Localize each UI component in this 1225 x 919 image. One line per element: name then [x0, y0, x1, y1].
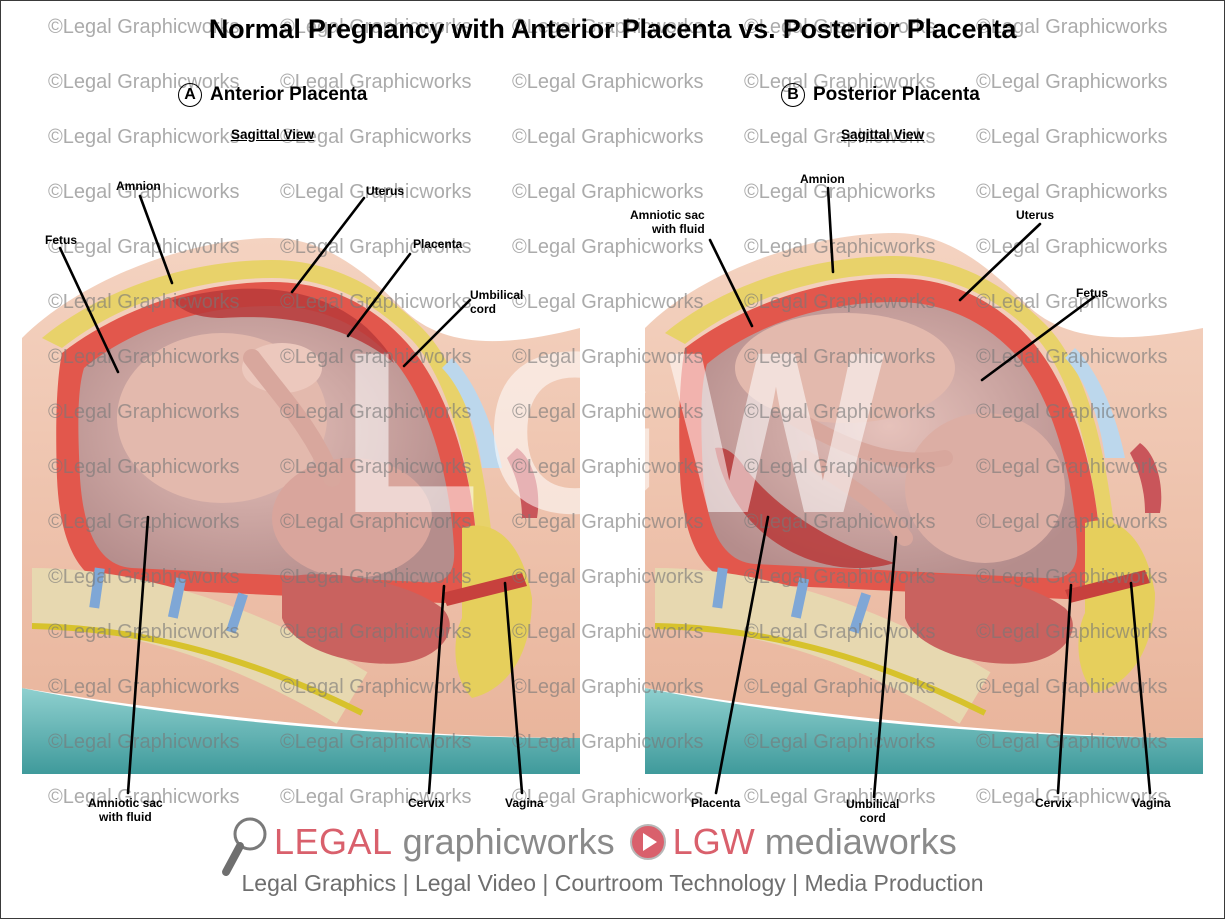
label-a-placenta: Placenta	[413, 237, 463, 251]
label-b-amniotic-sac: Amniotic sac with fluid	[630, 208, 705, 236]
brand-mediaworks-text: mediaworks	[764, 821, 957, 862]
panel-a-subheading: Sagittal View	[231, 127, 315, 142]
label-a-uterus: Uterus	[366, 184, 405, 198]
label-a-vagina: Vagina	[505, 796, 544, 810]
brand-legal-text: LEGAL	[274, 821, 393, 862]
panel-b-letter-badge: B	[781, 83, 805, 107]
brand-lgw-text: LGW	[672, 821, 755, 862]
label-b-umbilical-cord: Umbilical cord	[846, 797, 900, 825]
label-b-uterus: Uterus	[1016, 208, 1055, 222]
footer-brand-logos: LEGAL graphicworks LGW mediaworks	[220, 817, 957, 876]
panel-b-heading-text: Posterior Placenta	[813, 84, 980, 105]
panel-a-letter-badge: A	[178, 83, 202, 107]
label-b-vagina: Vagina	[1132, 796, 1171, 810]
label-b-fetus: Fetus	[1076, 286, 1109, 300]
label-a-fetus: Fetus	[45, 233, 78, 247]
label-b-placenta: Placenta	[691, 796, 741, 810]
label-a-umbilical-cord: Umbilical cord	[470, 288, 524, 316]
footer-tagline: Legal Graphics | Legal Video | Courtroom…	[241, 870, 984, 896]
brand-graphicworks-text: graphicworks	[402, 821, 615, 862]
panel-a-heading: A Anterior Placenta	[178, 83, 367, 107]
panel-a-heading-text: Anterior Placenta	[210, 84, 368, 105]
label-b-amnion: Amnion	[800, 172, 845, 186]
panel-b-heading: B Posterior Placenta	[781, 83, 980, 107]
label-b-cervix: Cervix	[1035, 796, 1072, 810]
magnifier-icon	[222, 817, 267, 876]
label-a-amniotic-sac: Amniotic sac with fluid	[88, 796, 163, 824]
posterior-placenta-illustration	[645, 218, 1203, 774]
label-a-cervix: Cervix	[408, 796, 445, 810]
panel-b-subheading: Sagittal View	[841, 127, 925, 142]
play-button-icon	[629, 824, 666, 860]
label-a-amnion: Amnion	[116, 179, 161, 193]
figure-title: Normal Pregnancy with Anterior Placenta …	[208, 14, 1017, 44]
